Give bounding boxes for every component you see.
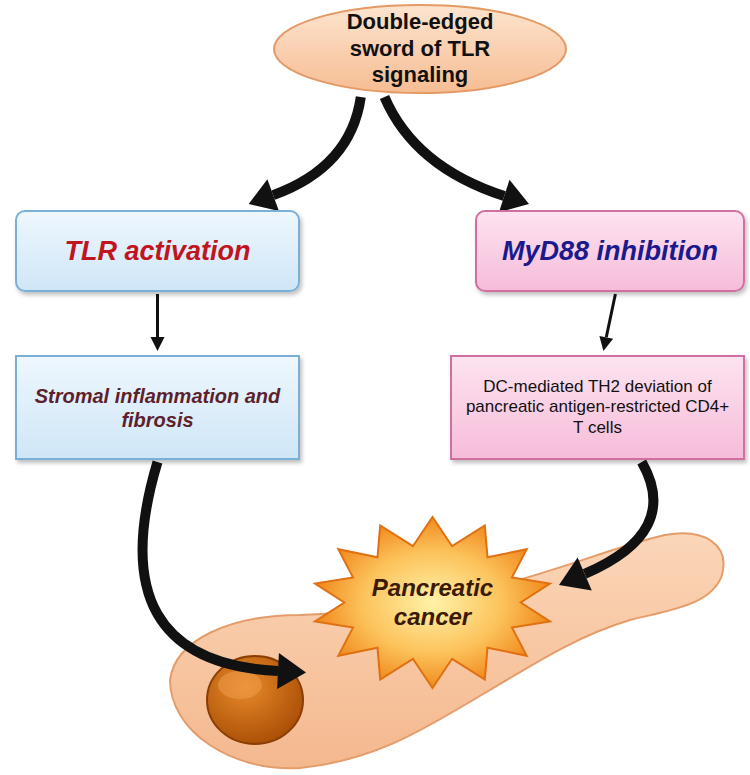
node-text: TLR activation xyxy=(64,235,250,267)
tumor-highlight xyxy=(218,671,262,699)
arrow-connector xyxy=(143,462,306,689)
process-box: TLR activation xyxy=(15,210,300,292)
arrow-connector xyxy=(384,97,529,212)
connector-line xyxy=(156,294,159,337)
arrow-connector xyxy=(249,97,361,211)
ellipse-fill xyxy=(274,5,566,93)
node-text: MyD88 inhibition xyxy=(502,235,718,267)
process-box: MyD88 inhibition xyxy=(475,210,745,292)
connector-line xyxy=(143,462,279,671)
node-text: Pancreatic cancer xyxy=(370,574,495,632)
arrowhead xyxy=(249,179,279,211)
outcome-box: Stromal inflammation and fibrosis xyxy=(15,355,300,460)
node-text: DC-mediated TH2 deviation of pancreatic … xyxy=(464,377,731,438)
node-text: Stromal inflammation and fibrosis xyxy=(31,384,284,432)
connector-line xyxy=(585,462,654,574)
arrow-connector xyxy=(151,294,165,351)
arrowhead xyxy=(599,336,613,351)
arrowhead xyxy=(499,180,529,212)
outcome-box: DC-mediated TH2 deviation of pancreatic … xyxy=(450,355,745,460)
arrow-connector xyxy=(559,462,653,590)
arrowhead xyxy=(559,557,592,590)
node-text: Double-edged sword of TLR signaling xyxy=(322,9,518,88)
connector-line xyxy=(273,97,361,195)
starburst: Pancreatic cancer xyxy=(310,515,555,690)
connector-line xyxy=(384,97,504,196)
arrow-connector xyxy=(599,294,615,351)
starburst-fill xyxy=(315,517,550,688)
arrowhead xyxy=(277,653,306,689)
title-ellipse: Double-edged sword of TLR signaling xyxy=(272,3,568,95)
connector-line xyxy=(606,294,615,337)
arrowhead xyxy=(151,337,165,351)
